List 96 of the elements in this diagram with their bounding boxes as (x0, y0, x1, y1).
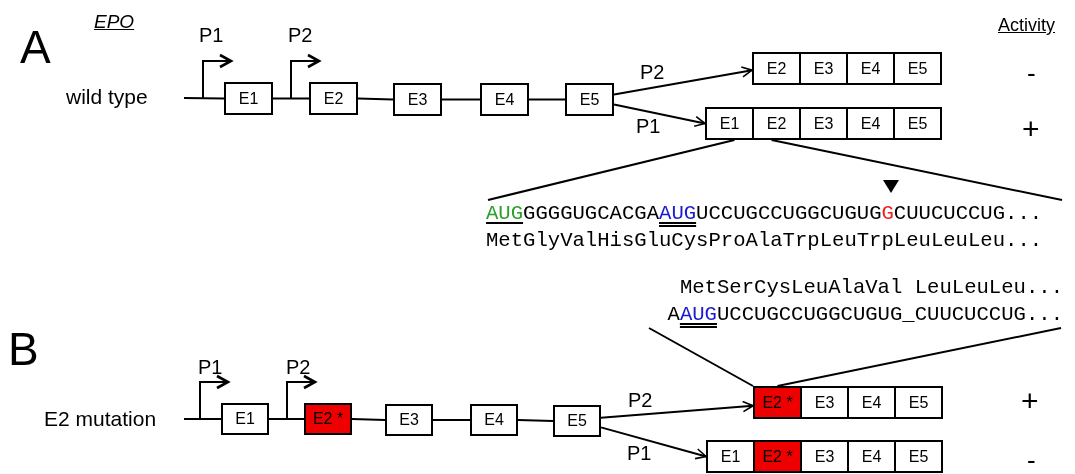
exon-label: E2 * (312, 410, 344, 428)
exon-box (553, 405, 601, 437)
exon-label: E3 (399, 411, 419, 429)
activity-sign: + (1021, 386, 1039, 416)
exon-box (894, 386, 943, 419)
connector-line (441, 98, 481, 101)
exon-box (799, 52, 848, 85)
promoter-label: P2 (288, 25, 313, 45)
exon-box (480, 83, 529, 116)
connector-line (272, 97, 310, 100)
exon-box (385, 404, 433, 436)
exon-box (752, 107, 801, 140)
connector-line (528, 98, 566, 101)
nucleotide-sequence: AUGGGGGUGCACGAAUGUCCUGCCUGGCUGUGGCUUCUCCUG... (486, 202, 1043, 225)
connector-line (776, 327, 1062, 387)
connector-line (183, 97, 225, 100)
exon-box (799, 107, 848, 140)
connector-line (183, 418, 222, 420)
arrow (600, 426, 707, 460)
connector-line (517, 419, 554, 422)
exon-label: E4 (860, 59, 881, 78)
exon-label: E4 (484, 411, 504, 429)
connector-line (770, 139, 1063, 201)
promoter-label: P1 (198, 357, 223, 377)
exon-label: E4 (494, 90, 515, 109)
exon-box (393, 83, 442, 116)
exon-box (893, 52, 942, 85)
edge-label: P1 (627, 443, 652, 463)
exon-box (224, 82, 273, 115)
column-header: Activity (998, 16, 1055, 34)
exon-label: E2 (766, 114, 787, 133)
arrow (613, 103, 706, 128)
exon-label: E5 (907, 59, 928, 78)
exon-label: E3 (407, 90, 428, 109)
exon-box (470, 404, 518, 436)
arrow (600, 400, 754, 419)
exon-label: E2 (323, 89, 344, 108)
connector-line (487, 139, 736, 201)
panel-letter: B (8, 326, 39, 372)
exon-label: E5 (907, 114, 928, 133)
activity-sign: + (1022, 114, 1040, 144)
edge-label: P2 (628, 390, 653, 410)
exon-label: E3 (813, 114, 834, 133)
exon-label: E5 (908, 447, 929, 466)
connector-line (432, 419, 471, 421)
exon-box (893, 107, 942, 140)
exon-label: E4 (860, 114, 881, 133)
exon-box (304, 403, 352, 435)
exon-box (846, 52, 895, 85)
arrow (613, 66, 753, 96)
activity-sign: - (1027, 447, 1036, 473)
exon-box (847, 440, 896, 473)
exon-label: E4 (861, 393, 882, 412)
connector-line (648, 327, 754, 387)
exon-box (752, 52, 801, 85)
exon-label: E2 (766, 59, 787, 78)
exon-label: E2 * (762, 393, 793, 412)
promoter-label: P2 (286, 357, 311, 377)
exon-box (565, 83, 614, 116)
nucleotide-sequence: AAUGUCCUGCCUGGCUGUG_CUUCUCCUG... (667, 303, 1063, 326)
edge-label: P1 (636, 116, 661, 136)
exon-label: E5 (579, 90, 600, 109)
exon-box (847, 386, 896, 419)
exon-box (221, 403, 269, 435)
exon-label: E5 (567, 412, 587, 430)
exon-label: E3 (814, 447, 835, 466)
gene-name: EPO (94, 12, 135, 31)
exon-label: E4 (861, 447, 882, 466)
activity-sign: - (1027, 60, 1036, 86)
exon-label: E1 (719, 114, 740, 133)
amino-acid-sequence: MetGlyValHisGluCysProAlaTrpLeuTrpLeuLeuLeu... (486, 229, 1043, 252)
promoter-label: P1 (199, 25, 224, 45)
exon-label: E1 (238, 89, 259, 108)
exon-box (846, 107, 895, 140)
connector-line (351, 418, 386, 421)
exon-box (800, 386, 849, 419)
exon-box (753, 386, 802, 419)
exon-box (800, 440, 849, 473)
edge-label: P2 (640, 62, 665, 82)
exon-label: E1 (235, 410, 255, 428)
exon-box (894, 440, 943, 473)
exon-box (309, 82, 358, 115)
row-label: E2 mutation (44, 408, 157, 429)
connector-line (268, 418, 305, 420)
exon-label: E3 (814, 393, 835, 412)
panel-letter: A (20, 24, 51, 70)
connector-line (357, 97, 394, 101)
exon-label: E3 (813, 59, 834, 78)
exon-label: E1 (720, 447, 741, 466)
row-label: wild type (66, 86, 148, 107)
exon-label: E2 * (762, 447, 793, 466)
amino-acid-sequence: MetSerCysLeuAlaVal LeuLeuLeu... (679, 276, 1063, 299)
exon-box (753, 440, 802, 473)
exon-label: E5 (908, 393, 929, 412)
exon-box (705, 107, 754, 140)
exon-box (706, 440, 755, 473)
